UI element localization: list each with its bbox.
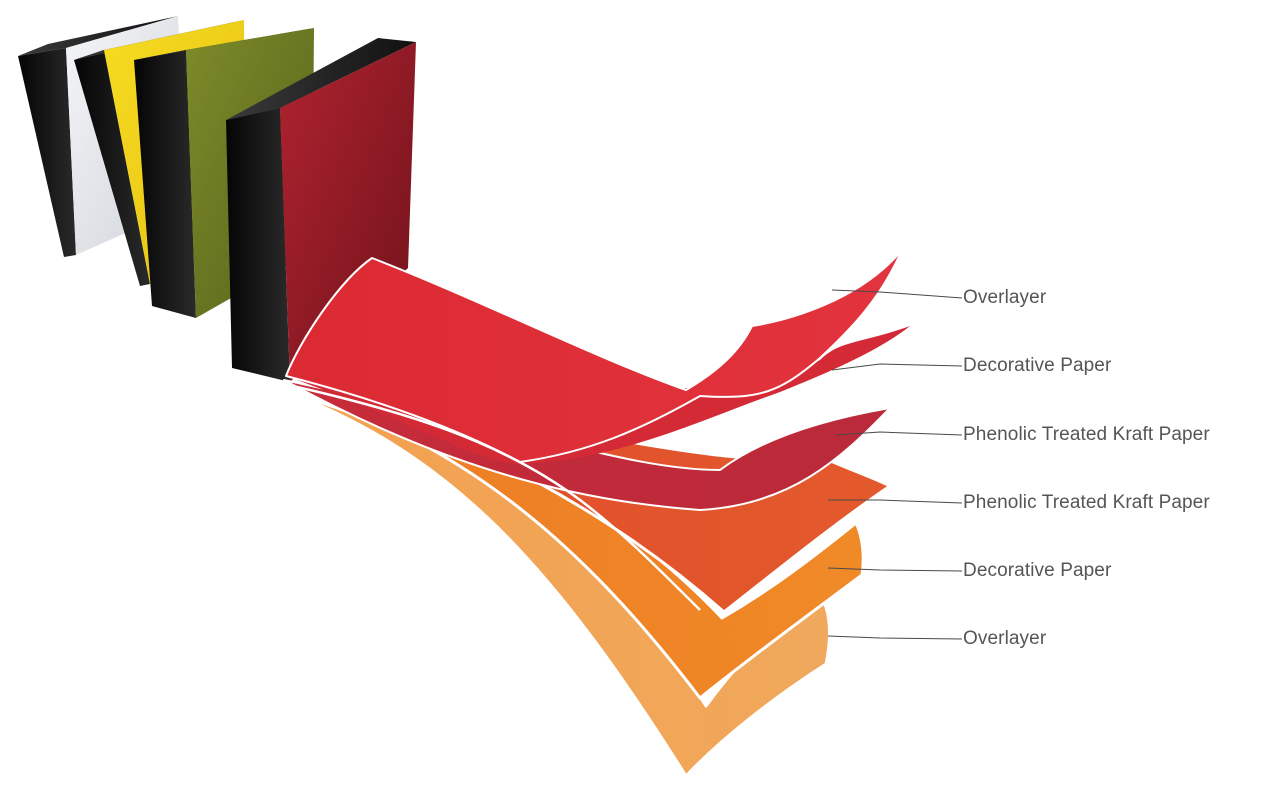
sample-board-red xyxy=(226,38,416,382)
leader-line-phenolic-kraft-top xyxy=(835,431,963,436)
sheet-overlayer-top xyxy=(285,249,903,463)
layer-label-decorative-paper-top: Decorative Paper xyxy=(963,355,1112,376)
layer-label-phenolic-kraft-top: Phenolic Treated Kraft Paper xyxy=(963,424,1210,445)
layer-label-phenolic-kraft-bottom: Phenolic Treated Kraft Paper xyxy=(963,492,1210,513)
sheet-edge-highlight xyxy=(283,382,701,611)
leader-line-overlayer-top xyxy=(831,289,963,299)
layer-label-overlayer-bottom: Overlayer xyxy=(963,628,1047,649)
sheet-phenolic-kraft-top xyxy=(283,379,891,511)
layer-label-decorative-paper-bottom: Decorative Paper xyxy=(963,560,1112,581)
layer-label-overlayer-top: Overlayer xyxy=(963,287,1047,308)
leader-line-decorative-paper-bottom xyxy=(827,567,963,572)
leader-line-overlayer-bottom xyxy=(827,635,963,640)
leader-lines xyxy=(827,289,963,640)
leader-line-phenolic-kraft-bottom xyxy=(828,499,963,504)
leader-line-decorative-paper-top xyxy=(831,363,963,371)
